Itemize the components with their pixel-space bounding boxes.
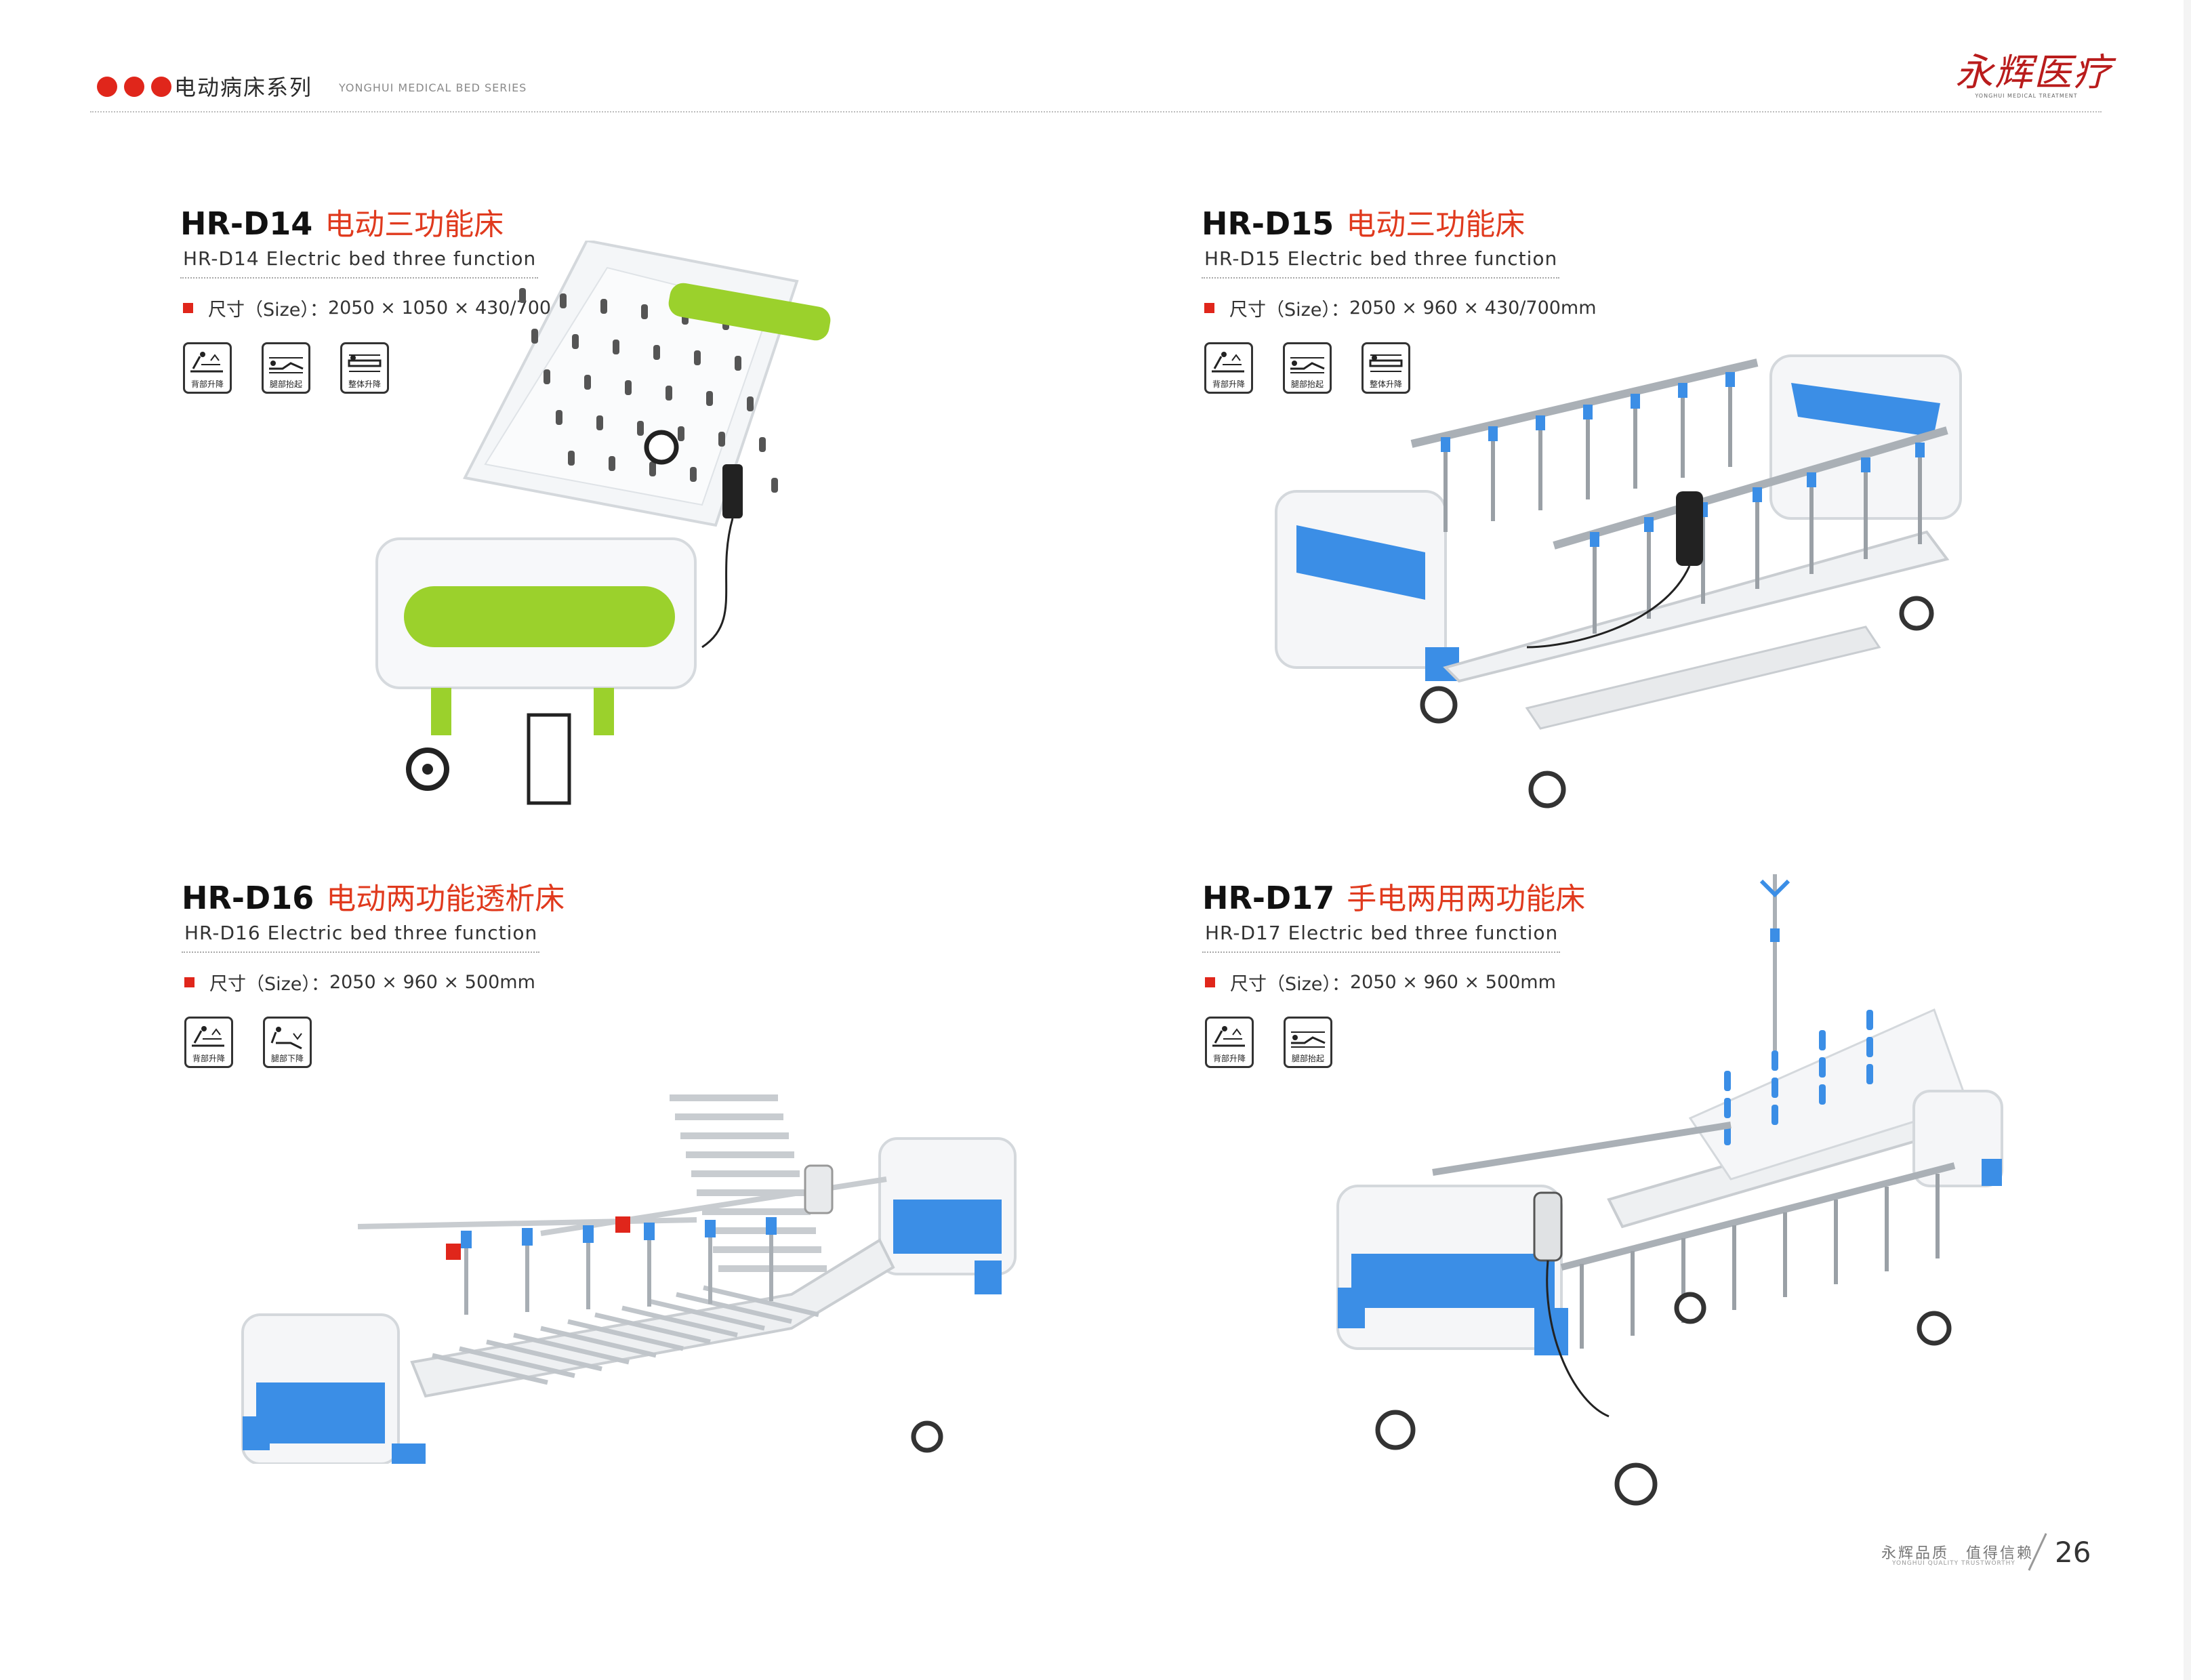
function-icon: 背部升降 (1205, 1017, 1254, 1068)
size-value: 2050 × 1050 × 430/700mm (327, 298, 587, 319)
product-model: HR-D17 (1202, 880, 1335, 916)
product-name-cn: 电动两功能透析床 (326, 882, 565, 916)
size-value: 2050 × 960 × 430/700mm (1349, 298, 1597, 319)
red-square-bullet-icon (1205, 977, 1215, 987)
product-name-cn: 电动三功能床 (325, 207, 504, 242)
product-card-hr-d15: HR-D15 电动三功能床 HR-D15 Electric bed three f… (1202, 200, 2191, 878)
function-caption: 整体升降 (1369, 380, 1402, 389)
product-model: HR-D16 (182, 880, 314, 916)
function-icons: 背部升降 腿部抬起 整体升降 (1204, 342, 1410, 394)
function-icon: 腿部抬起 (1283, 342, 1332, 394)
product-title: HR-D14 电动三功能床 (180, 200, 504, 243)
hospital-bed-image (363, 239, 933, 826)
header-dots (97, 77, 171, 97)
product-size: 尺寸（Size）： 2050 × 1050 × 430/700mm (183, 295, 587, 321)
function-caption: 背部升降 (1212, 380, 1245, 389)
hospital-bed-image (195, 976, 1036, 1545)
function-caption: 背部升降 (190, 380, 224, 389)
size-label: 尺寸（Size）： (1229, 300, 1349, 321)
function-icon: 背部升降 (1204, 342, 1253, 394)
red-square-bullet-icon (184, 977, 194, 987)
function-caption: 腿部抬起 (1291, 1054, 1324, 1063)
product-card-hr-d14: HR-D14 电动三功能床 HR-D14 Electric bed three f… (180, 200, 1183, 878)
hospital-bed-image (1256, 329, 1974, 846)
function-caption: 背部升降 (1212, 1054, 1246, 1063)
size-value: 2050 × 960 × 500mm (1349, 972, 1556, 993)
function-caption: 腿部下降 (270, 1054, 304, 1063)
product-size: 尺寸（Size）： 2050 × 960 × 500mm (1205, 969, 1556, 996)
series-title-en: YONGHUI MEDICAL BED SERIES (339, 81, 527, 94)
hospital-bed-image (1256, 874, 2009, 1528)
red-square-bullet-icon (1204, 303, 1214, 313)
product-card-hr-d16: HR-D16 电动两功能透析床 HR-D16 Electric bed three… (182, 874, 1185, 1552)
subtitle-divider (1202, 951, 1560, 953)
header-divider (90, 111, 2102, 112)
size-label: 尺寸（Size）： (1230, 974, 1350, 995)
red-dot-icon (124, 77, 144, 97)
footer-slogan-en: YONGHUI QUALITY TRUSTWORTHY (1892, 1560, 2015, 1567)
page-header: 电动病床系列 YONGHUI MEDICAL BED SERIES 永辉医疗 Y… (0, 0, 2191, 119)
product-size: 尺寸（Size）： 2050 × 960 × 500mm (184, 969, 535, 996)
red-dot-icon (97, 77, 117, 97)
product-subtitle-en: HR-D15 Electric bed three function (1204, 247, 1558, 270)
function-icons: 背部升降 腿部下降 (184, 1017, 312, 1068)
function-icon: 腿部抬起 (262, 342, 310, 394)
product-title: HR-D16 电动两功能透析床 (182, 874, 565, 918)
size-label: 尺寸（Size）： (209, 974, 329, 995)
product-subtitle-en: HR-D17 Electric bed three function (1205, 922, 1559, 944)
product-subtitle-en: HR-D16 Electric bed three function (184, 922, 538, 944)
function-icon: 整体升降 (1361, 342, 1410, 394)
function-icon: 背部升降 (184, 1017, 233, 1068)
brand-logo: 永辉医疗 YONGHUI MEDICAL TREATMENT (1955, 42, 2112, 103)
product-name-cn: 手电两用两功能床 (1347, 882, 1586, 916)
red-dot-icon (151, 77, 171, 97)
product-name-cn: 电动三功能床 (1346, 207, 1525, 242)
product-title: HR-D15 电动三功能床 (1202, 200, 1525, 243)
function-caption: 背部升降 (192, 1054, 225, 1063)
product-model: HR-D14 (180, 205, 313, 242)
product-subtitle-en: HR-D14 Electric bed three function (183, 247, 537, 270)
product-model: HR-D15 (1202, 205, 1334, 242)
function-caption: 腿部抬起 (269, 380, 302, 389)
function-icon: 腿部抬起 (1284, 1017, 1332, 1068)
subtitle-divider (1202, 277, 1559, 279)
size-label: 尺寸（Size）： (208, 300, 328, 321)
page-number: 26 (2055, 1536, 2091, 1569)
function-icon: 背部升降 (183, 342, 232, 394)
function-icon: 整体升降 (340, 342, 389, 394)
function-caption: 腿部抬起 (1290, 380, 1324, 389)
product-size: 尺寸（Size）： 2050 × 960 × 430/700mm (1204, 295, 1597, 321)
footer-slogan-cn: 永辉品质 值得信赖 (1881, 1545, 2034, 1562)
series-title-cn: 电动病床系列 (174, 75, 313, 100)
product-card-hr-d17: HR-D17 手电两用两功能床 HR-D17 Electric bed three… (1202, 874, 2191, 1552)
red-square-bullet-icon (183, 303, 193, 313)
function-icon: 腿部下降 (263, 1017, 312, 1068)
logo-tagline: YONGHUI MEDICAL TREATMENT (1975, 93, 2078, 99)
subtitle-divider (182, 951, 539, 953)
function-caption: 整体升降 (348, 380, 381, 389)
function-icons: 背部升降 腿部抬起 (1205, 1017, 1332, 1068)
logo-wordmark: 永辉医疗 (1955, 51, 2112, 95)
size-value: 2050 × 960 × 500mm (329, 972, 535, 993)
product-title: HR-D17 手电两用两功能床 (1202, 874, 1585, 918)
function-icons: 背部升降 腿部抬起 整体升降 (183, 342, 389, 394)
page-edge (2184, 0, 2191, 1680)
subtitle-divider (180, 277, 538, 279)
